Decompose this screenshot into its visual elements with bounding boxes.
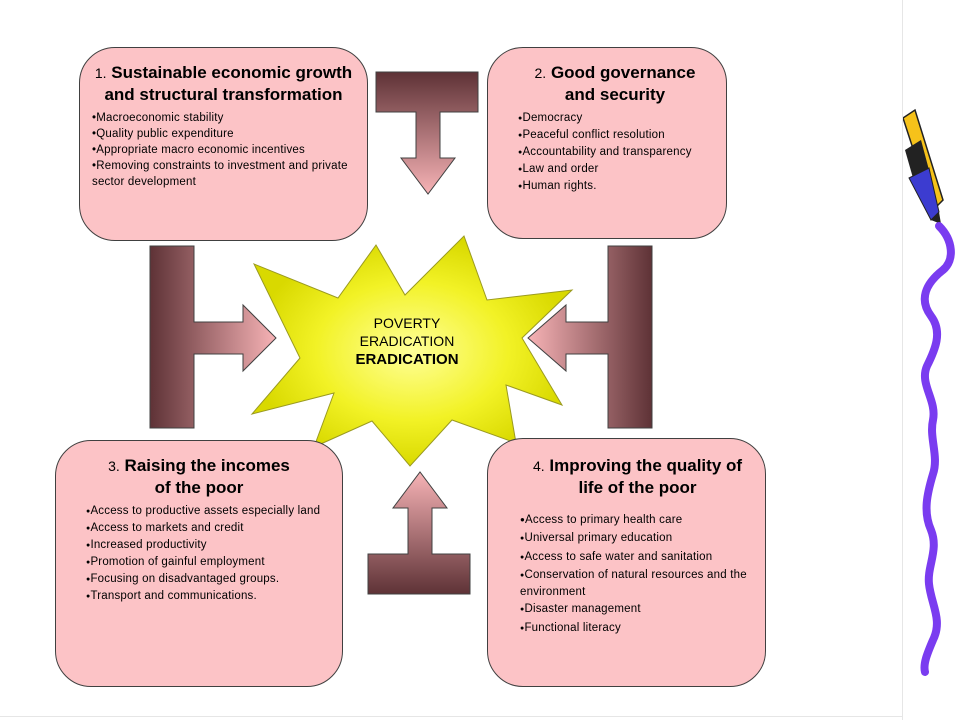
box-raising-incomes: 3. Raising the incomes of the poor ●Acce… bbox=[55, 440, 343, 687]
arrow-left-right bbox=[149, 245, 277, 429]
list-item: ●Access to markets and credit bbox=[86, 522, 244, 534]
diagram-graphics bbox=[149, 71, 653, 595]
bullet-icon: ● bbox=[518, 166, 523, 173]
box-good-governance: 2. Good governance and security ●Democra… bbox=[487, 47, 727, 239]
bullet-icon: ● bbox=[520, 554, 525, 561]
bullet-icon: ● bbox=[518, 132, 523, 139]
center-line-2: ERADICATION bbox=[359, 333, 455, 349]
arrow-right-left bbox=[527, 245, 653, 429]
list-item: ●Disaster management bbox=[520, 603, 641, 615]
box-4-title-text: Improving the quality of life of the poo… bbox=[549, 456, 743, 497]
list-item: ●Democracy bbox=[518, 112, 583, 124]
center-starburst bbox=[250, 235, 574, 467]
squiggle-line-icon bbox=[920, 222, 955, 676]
slide-bottom-divider bbox=[0, 716, 902, 717]
box-1-title-text: Sustainable economic growth and structur… bbox=[104, 63, 353, 104]
bullet-icon: • bbox=[92, 128, 97, 140]
bullet-icon: • bbox=[92, 160, 97, 172]
box-3-list: ●Access to productive assets especially … bbox=[86, 503, 332, 605]
list-item: ●Transport and communications. bbox=[86, 590, 257, 602]
bullet-icon: ● bbox=[520, 625, 525, 632]
list-item: ●Access to primary health care bbox=[520, 514, 683, 526]
bullet-icon: ● bbox=[86, 559, 91, 566]
list-item: ●Law and order bbox=[518, 163, 599, 175]
bullet-icon: ● bbox=[86, 593, 91, 600]
arrow-top-down bbox=[375, 71, 479, 195]
list-item: ●Focusing on disadvantaged groups. bbox=[86, 573, 280, 585]
bullet-icon: ● bbox=[86, 542, 91, 549]
box-quality-of-life: 4. Improving the quality of life of the … bbox=[487, 438, 766, 687]
list-item: ●Access to safe water and sanitation bbox=[520, 551, 713, 563]
box-1-title: 1. Sustainable economic growth and struc… bbox=[92, 62, 355, 106]
bullet-icon: ● bbox=[86, 525, 91, 532]
list-item: •Removing constraints to investment and … bbox=[92, 160, 348, 188]
center-line-3: ERADICATION bbox=[355, 351, 459, 368]
list-item: ●Human rights. bbox=[518, 180, 597, 192]
box-4-title: 4. Improving the quality of life of the … bbox=[520, 455, 755, 499]
bullet-icon: ● bbox=[520, 535, 525, 542]
pencil-icon bbox=[903, 108, 944, 224]
box-3-number: 3. bbox=[108, 458, 120, 474]
list-item: •Appropriate macro economic incentives bbox=[92, 144, 305, 156]
box-2-list: ●Democracy ●Peaceful conflict resolution… bbox=[518, 110, 712, 195]
bullet-icon: ● bbox=[518, 183, 523, 190]
list-item: •Quality public expenditure bbox=[92, 128, 234, 140]
box-2-title: 2. Good governance and security bbox=[518, 62, 712, 106]
box-1-number: 1. bbox=[94, 65, 107, 81]
list-item: ●Conservation of natural resources and t… bbox=[520, 569, 747, 598]
bullet-icon: • bbox=[92, 144, 97, 156]
bullet-icon: ● bbox=[520, 606, 525, 613]
bullet-icon: • bbox=[92, 112, 97, 124]
list-item: •Macroeconomic stability bbox=[92, 112, 224, 124]
arrow-bottom-up bbox=[367, 471, 471, 595]
bullet-icon: ● bbox=[520, 515, 526, 524]
bullet-icon: ● bbox=[86, 576, 91, 583]
box-3-title: 3. Raising the incomes of the poor bbox=[86, 455, 332, 499]
box-2-number: 2. bbox=[534, 65, 547, 81]
box-1-list: •Macroeconomic stability •Quality public… bbox=[92, 110, 355, 190]
bullet-icon: ● bbox=[518, 115, 523, 122]
list-item: ●Increased productivity bbox=[86, 539, 207, 551]
list-item: ●Accountability and transparency bbox=[518, 146, 692, 158]
decorative-side-strip bbox=[902, 0, 960, 720]
box-3-title-text: Raising the incomes of the poor bbox=[124, 456, 290, 497]
pencil-squiggle-decoration bbox=[903, 108, 955, 676]
box-economic-growth: 1. Sustainable economic growth and struc… bbox=[79, 47, 368, 241]
bullet-icon: ● bbox=[520, 572, 525, 579]
box-4-list: ●Access to primary health care ●Universa… bbox=[520, 511, 755, 638]
list-item: ●Access to productive assets especially … bbox=[86, 505, 321, 517]
list-item: ●Functional literacy bbox=[520, 622, 621, 634]
box-4-number: 4. bbox=[532, 458, 545, 474]
list-item: ●Promotion of gainful employment bbox=[86, 556, 265, 568]
list-item: ●Peaceful conflict resolution bbox=[518, 129, 665, 141]
bullet-icon: ● bbox=[518, 149, 523, 156]
center-text: POVERTY ERADICATION ERADICATION bbox=[322, 314, 492, 370]
list-item: ●Universal primary education bbox=[520, 532, 673, 544]
box-2-title-text: Good governance and security bbox=[550, 63, 696, 104]
bullet-icon: ● bbox=[86, 508, 91, 515]
center-line-1: POVERTY bbox=[373, 315, 441, 331]
